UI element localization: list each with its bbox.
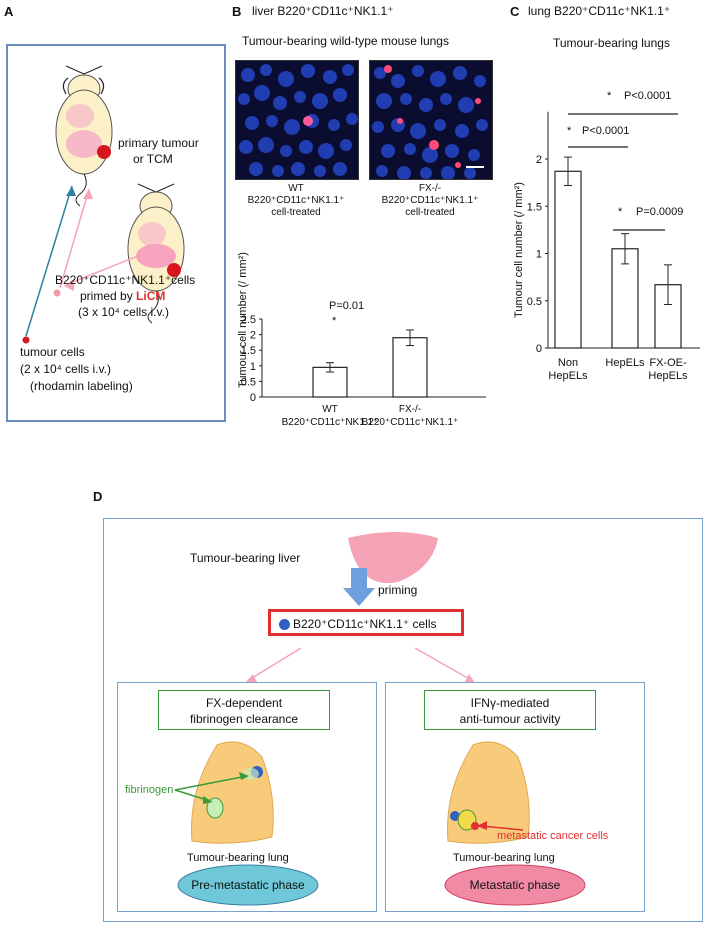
y-tick-label: 0: [250, 392, 256, 404]
y-tick-label: 0.5: [241, 376, 256, 388]
x-tick-label: HepELs: [648, 370, 688, 382]
x-tick-label: WT: [322, 404, 338, 415]
right-lung-schematic: [444, 741, 586, 906]
pre-phase-ellipse: [177, 864, 319, 906]
star-b: *: [332, 315, 337, 327]
licm-text: LiCM: [136, 289, 166, 303]
cells-text: B220⁺CD11c⁺NK1.1⁺cells: [55, 273, 196, 287]
liver-icon: [348, 532, 438, 584]
cell-dot-icon: [279, 619, 290, 630]
phase-right-label: Metastatic phase: [469, 878, 561, 892]
sig2-star: *: [567, 125, 572, 137]
y-tick-label: 1.5: [241, 345, 256, 357]
cells-dose-text: (3 x 10⁴ cells i.v.): [78, 305, 169, 319]
primary-tumour-text: primary tumour: [118, 136, 199, 150]
cells-box: B220⁺CD11c⁺NK1.1⁺ cells: [268, 609, 464, 636]
panel-d-frame: [103, 518, 703, 922]
lung-icon: [447, 741, 530, 844]
or-tcm-text: or TCM: [133, 152, 173, 166]
y-tick-label: 1: [536, 249, 542, 261]
y-tick-label: 1: [250, 361, 256, 373]
bar: [392, 337, 428, 398]
lung-right-label: Tumour-bearing lung: [453, 852, 555, 864]
y-tick-label: 2.5: [241, 314, 256, 326]
y-tick-label: 2: [250, 330, 256, 342]
met-phase-ellipse: [444, 864, 586, 906]
fx-caption: FX-/-B220⁺CD11c⁺NK1.1⁺cell-treated: [381, 183, 479, 218]
panel-a-schematic: [22, 65, 185, 344]
y-axis-label: Tumour cell number (/ mm²): [237, 252, 249, 388]
phase-left-label: Pre-metastatic phase: [191, 878, 305, 892]
x-tick-label: FX-OE-: [649, 357, 687, 369]
metastatic-cells-label: metastatic cancer cells: [497, 830, 609, 842]
x-tick-label: B220⁺CD11c⁺NK1.1⁺: [282, 417, 379, 428]
sig2-text: P<0.0001: [582, 125, 630, 137]
tumour-dose-text: (2 x 10⁴ cells i.v.): [20, 362, 111, 376]
liver-label: Tumour-bearing liver: [190, 551, 301, 565]
y-tick-label: 0.5: [527, 296, 542, 308]
fibrinogen-label: fibrinogen: [125, 784, 174, 796]
x-tick-label: B220⁺CD11c⁺NK1.1⁺: [362, 417, 459, 428]
primed-by-text: primed by LiCM: [80, 289, 166, 303]
mouse-icon: [55, 65, 113, 207]
micrograph-wt: [235, 60, 359, 180]
panel-b-label: B: [232, 4, 242, 19]
cell-dot-icon: [450, 811, 460, 821]
y-axis-label: Tumour cell number (/ mm²): [513, 182, 525, 318]
micrograph-fx-image: [372, 65, 488, 179]
panel-b-subtitle: Tumour-bearing wild-type mouse lungs: [242, 34, 449, 48]
x-tick-label: Non: [558, 357, 578, 369]
labeling-text: (rhodamin labeling): [30, 379, 133, 393]
sig1-star: *: [607, 90, 612, 102]
x-tick-label: FX-/-: [399, 404, 421, 415]
lung-icon: [191, 741, 274, 844]
cells-box-label: B220⁺CD11c⁺NK1.1⁺ cells: [293, 617, 437, 631]
pvalue-b: P=0.01: [329, 300, 365, 312]
panel-a-label: A: [4, 4, 14, 19]
lung-left-label: Tumour-bearing lung: [187, 852, 289, 864]
panel-d-schematic: [245, 532, 475, 683]
panel-a-frame: [6, 44, 226, 422]
panel-c-title: lung B220⁺CD11c⁺NK1.1⁺: [528, 4, 671, 18]
panel-c-label: C: [510, 4, 520, 19]
panel-d-label: D: [93, 489, 103, 504]
sig1-text: P<0.0001: [624, 90, 672, 102]
micrograph-wt-image: [238, 64, 358, 177]
sig3-star: *: [618, 206, 623, 218]
bar: [554, 170, 582, 349]
y-tick-label: 0: [536, 343, 542, 355]
micrograph-fx: [369, 60, 493, 180]
sig3-text: P=0.0009: [636, 206, 684, 218]
tumour-cells-text: tumour cells: [20, 345, 85, 359]
x-tick-label: HepELs: [605, 357, 645, 369]
y-tick-label: 1.5: [527, 201, 542, 213]
x-tick-label: HepELs: [548, 370, 588, 382]
priming-label: priming: [378, 583, 418, 597]
left-lung-schematic: [174, 741, 319, 906]
panel-b-title: liver B220⁺CD11c⁺NK1.1⁺: [252, 4, 394, 18]
panel-c-subtitle: Tumour-bearing lungs: [553, 36, 670, 50]
y-tick-label: 2: [536, 154, 542, 166]
mouse-icon: [127, 183, 185, 324]
